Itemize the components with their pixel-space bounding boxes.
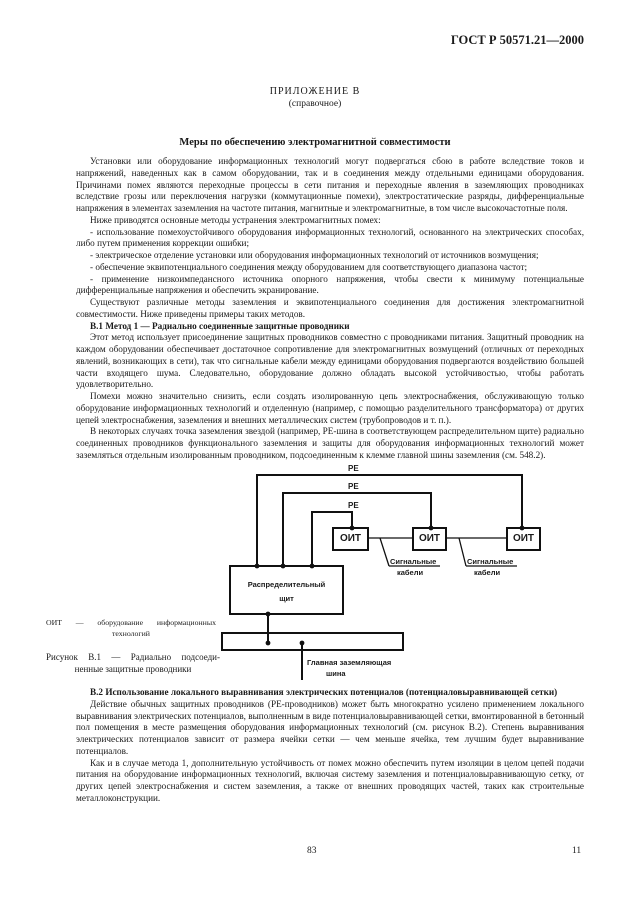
- paragraph: Ниже приводятся основные методы устранен…: [90, 214, 381, 225]
- paragraph: - использование помехоустойчивого оборуд…: [76, 226, 584, 249]
- paragraph: - применение низкоимпедансного источника…: [76, 273, 584, 296]
- paragraph: Помехи можно значительно снизить, если с…: [76, 391, 584, 425]
- signal-cable-label-1b: кабели: [397, 568, 424, 577]
- distribution-board-box: [229, 565, 344, 615]
- main-bus-label-2: шина: [326, 669, 346, 678]
- section-heading: В.1 Метод 1 — Радиально соединенные защи…: [90, 320, 350, 331]
- paragraph: Существуют различные методы заземления и…: [76, 297, 584, 319]
- paragraph: В некоторых случаях точка заземления зве…: [76, 426, 584, 460]
- document-code: ГОСТ Р 50571.21—2000: [450, 33, 584, 47]
- body-text-part1: Установки или оборудование информационны…: [76, 156, 584, 462]
- body-text-part2: В.2 Использование локального выравнивани…: [76, 687, 584, 805]
- paragraph: Как и в случае метода 1, дополнительную …: [76, 757, 584, 803]
- signal-cable-label-2: Сигнальные: [467, 557, 514, 566]
- paragraph: Этот метод использует присоединение защи…: [76, 332, 584, 390]
- paragraph: - обеспечение эквипотенциального соедине…: [90, 261, 528, 272]
- signal-cable-label-2b: кабели: [474, 568, 501, 577]
- section-heading: В.2 Использование локального выравнивани…: [90, 687, 558, 697]
- appendix-subtitle: (справочное): [288, 99, 342, 109]
- appendix-title: ПРИЛОЖЕНИЕ В: [269, 86, 361, 97]
- pe-label-1: PE: [348, 464, 359, 473]
- paragraph: - электрическое отделение установки или …: [90, 250, 539, 260]
- main-bus-box: [221, 632, 404, 651]
- pe-label-3: PE: [348, 501, 359, 510]
- equipment-label-1: ОИТ: [339, 533, 362, 544]
- signal-cable-label-1: Сигнальные: [390, 557, 437, 566]
- figure-legend: ОИТ — оборудование информационных: [46, 618, 216, 627]
- equipment-label-2: ОИТ: [418, 533, 441, 544]
- figure-caption-2: ненные защитные проводники: [74, 664, 192, 674]
- section-title: Меры по обеспечению электромагнитной сов…: [179, 137, 451, 148]
- equipment-label-3: ОИТ: [512, 533, 535, 544]
- paragraph: Действие обычных защитных проводников (P…: [76, 698, 584, 756]
- main-bus-label: Главная заземляющая: [307, 658, 392, 667]
- pe-conductor-1: [256, 474, 523, 566]
- figure-caption: Рисунок В.1 — Радиально подсоеди-: [46, 652, 220, 662]
- paragraph: Установки или оборудование информационны…: [76, 156, 584, 213]
- pe-label-2: PE: [348, 482, 359, 491]
- pe-conductor-3: [311, 511, 353, 566]
- page-number-right: 11: [572, 846, 582, 856]
- page-number-center: 83: [307, 846, 317, 856]
- figure-legend-2: технологий: [112, 629, 150, 638]
- distribution-board-label: Распределительный: [247, 580, 326, 589]
- distribution-board-label-2: щит: [279, 594, 294, 603]
- pe-conductor-2: [282, 492, 432, 566]
